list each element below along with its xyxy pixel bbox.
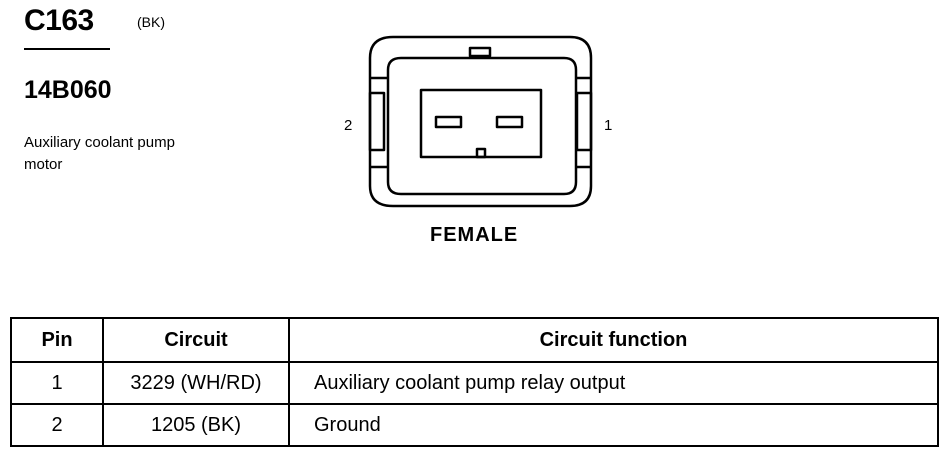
pinout-table: Pin Circuit Circuit function 1 3229 (WH/… [10,317,939,447]
cell-pin: 2 [10,403,104,447]
pin-1-terminal [495,115,524,129]
cell-circuit: 3229 (WH/RD) [102,361,290,405]
connector-face-diagram [368,35,593,208]
header-pin: Pin [10,317,104,363]
cell-function: Ground [288,403,939,447]
header-circuit: Circuit [102,317,290,363]
gender-label: FEMALE [430,224,519,246]
right-latch-tab [575,91,593,152]
part-number: 14B060 [24,76,112,104]
connector-outer-housing [368,35,593,208]
connector-color: (BK) [137,14,165,30]
header-circuit-function: Circuit function [288,317,939,363]
pin-label-2: 2 [344,117,353,134]
connector-id-underline [24,48,110,50]
table-row: 2 1205 (BK) Ground [10,403,939,447]
cavity-key-notch [475,147,487,159]
cell-circuit: 1205 (BK) [102,403,290,447]
table-header-row: Pin Circuit Circuit function [10,317,939,363]
cell-function: Auxiliary coolant pump relay output [288,361,939,405]
table-row: 1 3229 (WH/RD) Auxiliary coolant pump re… [10,361,939,405]
pin-label-1: 1 [604,117,613,134]
pin-2-terminal [434,115,463,129]
left-latch-tab [368,91,386,152]
connector-inner-housing [386,56,578,196]
connector-id: C163 [24,4,94,37]
component-description: Auxiliary coolant pump motor [24,134,175,173]
cell-pin: 1 [10,361,104,405]
connector-top-key [468,46,492,58]
